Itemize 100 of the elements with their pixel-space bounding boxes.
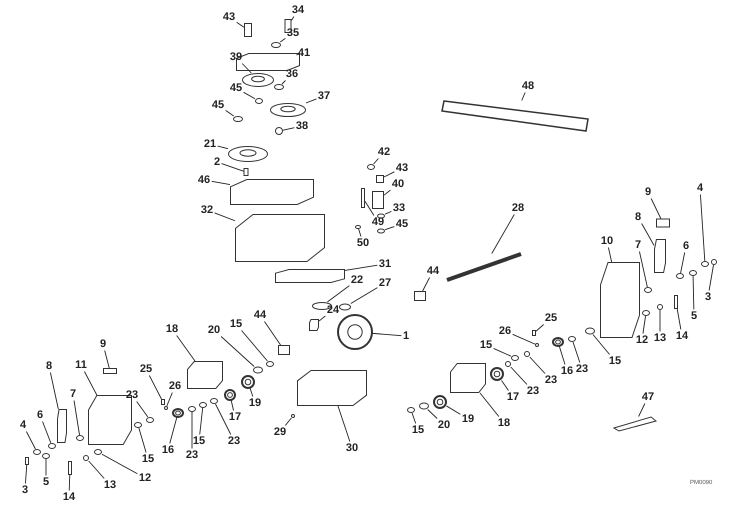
callout-number: 20 [206,324,222,336]
bolt-drawing [278,345,290,355]
callout-number: 13 [652,332,668,344]
leader-line [176,335,196,362]
leader-line [220,336,255,367]
callout-number: 45 [394,218,410,230]
callout-number: 39 [228,51,244,63]
leader-line [676,308,682,330]
pulley-drawing [228,146,268,162]
washer-drawing [585,328,595,334]
bolt-drawing [532,330,536,336]
callout-number: 31 [378,258,392,270]
leader-line [641,223,654,246]
bolt-drawing [68,461,72,475]
washer-drawing [689,270,697,276]
washer-drawing [568,336,576,342]
callout-number: 19 [460,413,476,425]
leader-line [364,200,374,216]
callout-number: 8 [44,360,54,372]
callout-number: 3 [20,484,30,496]
pulley-drawing [270,103,306,117]
callout-number: 6 [682,240,690,252]
leader-line [326,285,350,302]
callout-number: 23 [226,435,242,447]
washer-drawing [76,435,84,441]
leader-line [74,400,80,436]
bracket-drawing [230,179,314,205]
leader-line [639,251,648,288]
callout-number: 8 [634,211,642,223]
callout-number: 27 [378,277,392,289]
leader-line [243,92,256,100]
leader-line [692,276,694,310]
bracket-drawing [235,214,325,262]
washer-drawing [355,225,361,229]
leader-line [700,194,706,262]
callout-number: 9 [644,186,652,198]
callout-number: 23 [544,374,558,386]
washer-drawing [188,406,196,412]
leader-line [638,403,646,417]
callout-number: 45 [228,82,244,94]
callout-number: 18 [164,323,180,335]
washer-drawing [271,42,281,48]
bolt-drawing [376,175,384,183]
callout-number: 10 [600,235,614,247]
callout-number: 9 [98,338,108,350]
washer-drawing [291,414,295,418]
leader-line [592,334,610,355]
washer-drawing [339,304,351,310]
bolt-drawing [161,399,165,405]
leader-line [217,146,228,150]
callout-number: 17 [228,411,242,423]
washer-drawing [134,422,142,428]
callout-number: 2 [212,156,222,168]
leader-line [529,356,546,374]
leader-line [491,214,515,254]
washer-drawing [233,116,243,122]
washer-drawing [83,455,89,461]
callout-number: 26 [498,325,512,337]
leader-line [296,54,300,56]
leader-line [250,388,254,397]
callout-number: 20 [436,419,452,431]
callout-number: 15 [228,318,244,330]
washer-drawing [274,84,284,90]
callout-number: 23 [526,385,540,397]
bolt-drawing [25,457,29,465]
callout-number: 49 [370,216,386,228]
belt-drawing [441,100,589,132]
callout-number: 45 [210,99,226,111]
leader-line [446,406,461,415]
washer-drawing [377,214,385,218]
leader-line [680,252,686,274]
callout-number: 5 [42,476,50,488]
bolt-drawing [372,191,384,209]
leader-line [242,63,252,74]
washer-drawing [711,259,717,265]
bracket-drawing [309,319,319,331]
callout-number: 22 [350,274,364,286]
leader-line [136,401,148,418]
washer-drawing [367,164,375,170]
washer-drawing [505,361,511,367]
callout-number: 35 [286,27,300,39]
leader-line [68,474,70,491]
callout-number: 30 [344,442,360,454]
callout-number: 50 [356,237,370,249]
washer-drawing [535,343,539,347]
callout-number: 25 [138,363,154,375]
leader-line [608,247,612,262]
bolt-drawing [103,368,117,374]
callout-number: 40 [390,178,406,190]
callout-number: 1 [402,330,410,342]
washer-drawing [266,361,274,367]
callout-number: 15 [140,453,156,465]
callout-number: 37 [316,90,332,102]
callout-number: 14 [674,330,690,342]
callout-number: 17 [506,391,520,403]
bracket-drawing [450,363,486,393]
leader-line [572,342,580,363]
leader-line [338,406,350,442]
leader-line [350,287,378,304]
washer-drawing [253,366,263,374]
